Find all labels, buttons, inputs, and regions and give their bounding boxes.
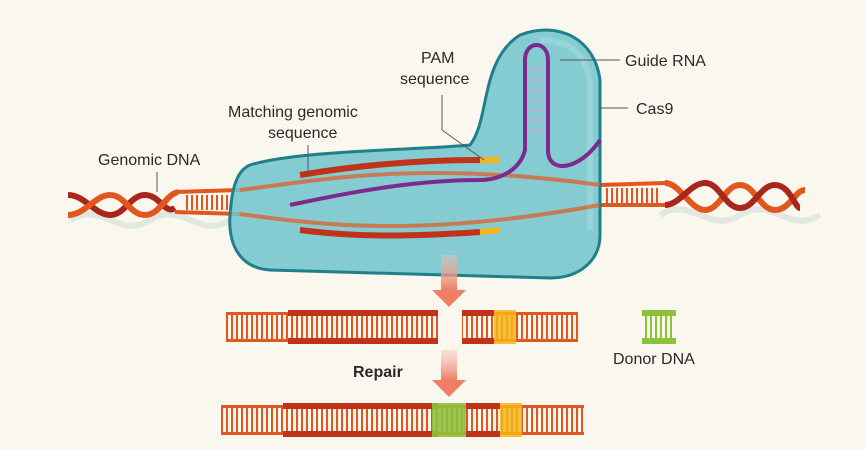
leader-lines [156,59,628,192]
label-genomic-dna: Genomic DNA [98,152,201,169]
cas9-protein [228,28,602,280]
label-repair: Repair [353,364,403,381]
right-dna-helix [599,179,806,214]
dna-in-cas9 [239,157,601,239]
guide-rna [289,43,602,207]
label-pam-1: PAM [421,50,454,67]
left-dna-helix [67,188,241,219]
donor-dna [642,310,676,344]
label-matching-1: Matching genomic [228,104,358,121]
label-matching-2: sequence [268,125,337,142]
label-donor-dna: Donor DNA [613,351,695,368]
dna-shadow [68,206,822,229]
cut-arrow [432,255,466,307]
cut-dna [226,310,578,344]
label-cas9: Cas9 [636,101,673,118]
label-pam-2: sequence [400,71,469,88]
repair-arrow [432,350,466,397]
label-guide-rna: Guide RNA [625,53,706,70]
repaired-dna [221,403,584,437]
